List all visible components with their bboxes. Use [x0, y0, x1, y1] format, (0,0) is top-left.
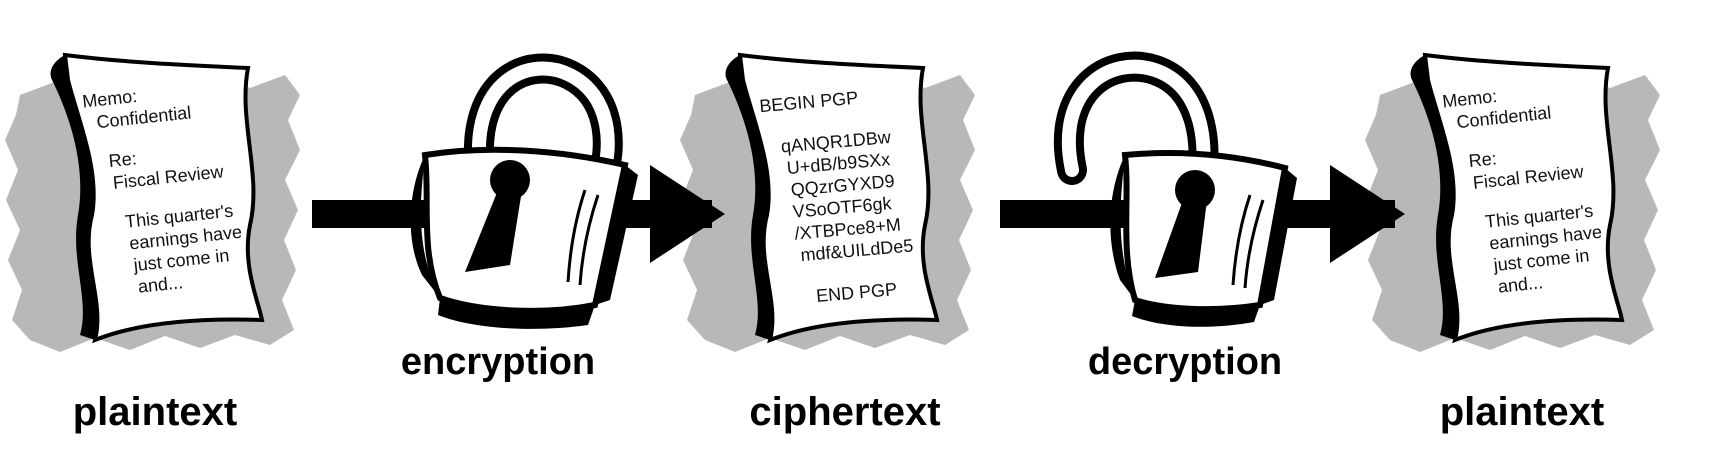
open-padlock-icon [1053, 51, 1297, 327]
document-line: Re: [108, 148, 138, 171]
document-line: and... [137, 272, 184, 297]
plaintext-document: Memo: Confidential Re: Fiscal Review Thi… [5, 53, 300, 352]
process-label-decryption: decryption [1088, 341, 1282, 383]
shackle-highlight [1061, 59, 1211, 197]
arrow-head [1330, 165, 1405, 263]
ciphertext-document: BEGIN PGP qANQR1DBw U+dB/b9SXx QQzrGYXD9… [680, 53, 975, 352]
lock-body-shade [1110, 155, 1135, 300]
lock-side-shade [595, 165, 638, 305]
shackle-highlight [471, 61, 615, 192]
lock-gleam [1231, 194, 1252, 286]
plaintext-document: Memo: Confidential Re: Fiscal Review Thi… [1365, 53, 1660, 352]
keyhole-slot [465, 190, 522, 272]
lock-base-shade [438, 298, 595, 329]
closed-padlock-icon [410, 53, 638, 329]
stage-label-plaintext: plaintext [1440, 390, 1604, 434]
encryption-arrow [312, 165, 725, 263]
lock-gleam [1243, 199, 1265, 289]
keyhole-slot [1155, 200, 1207, 278]
lock-body-shade [410, 155, 440, 298]
lock-base-shade [1132, 300, 1260, 327]
arrow-head [650, 165, 725, 263]
stage-label-ciphertext: ciphertext [749, 390, 940, 434]
document-line: and... [1497, 272, 1544, 297]
process-label-encryption: encryption [401, 341, 595, 383]
document-line: Re: [1468, 148, 1498, 171]
stage-label-plaintext: plaintext [73, 390, 237, 434]
lock-side-shade [1260, 168, 1297, 305]
lock-gleam [578, 194, 600, 286]
lock-gleam [566, 189, 587, 283]
